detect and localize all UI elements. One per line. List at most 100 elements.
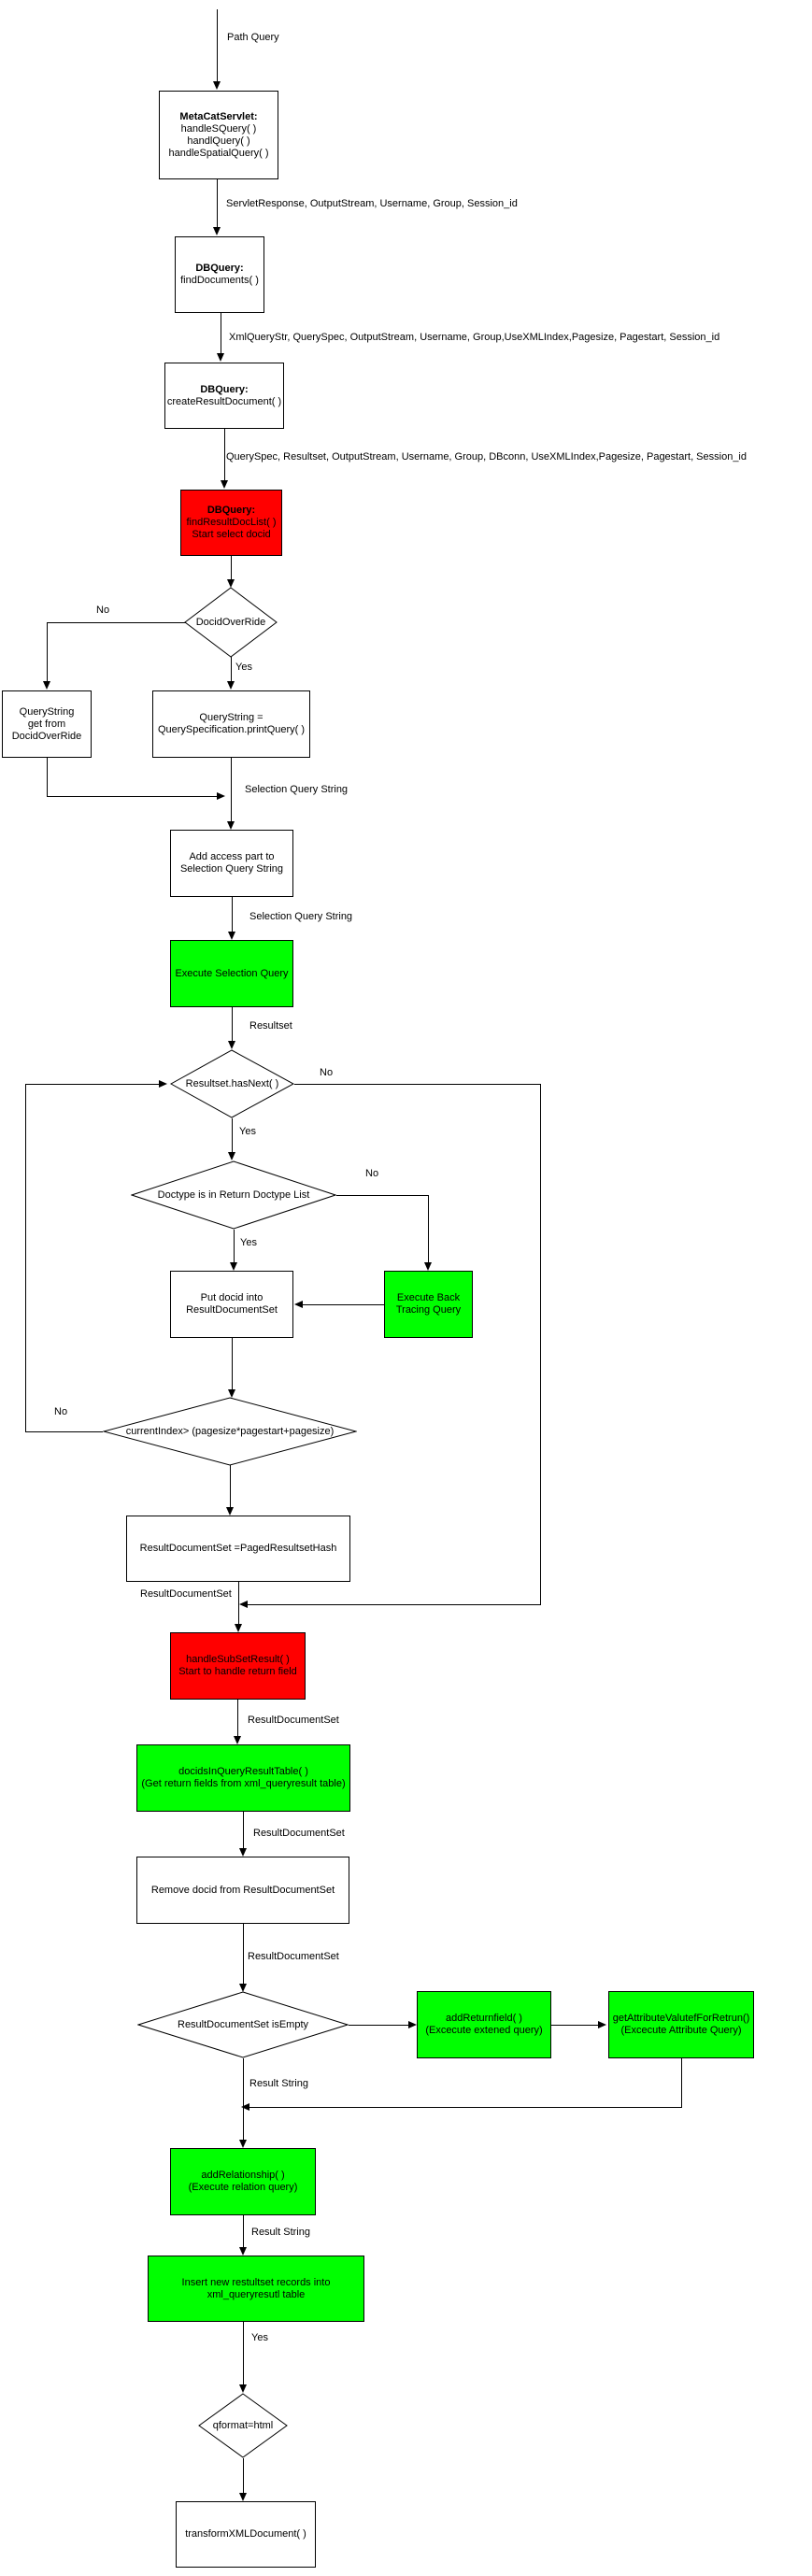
arrowhead <box>226 1507 234 1516</box>
connector <box>25 1431 103 1432</box>
edge-label-result-document-set: ResultDocumentSet <box>248 1715 339 1726</box>
connector <box>243 1924 244 1985</box>
arrowhead <box>239 1984 247 1992</box>
arrowhead <box>239 2247 247 2256</box>
edge-label-yes: Yes <box>240 1237 257 1248</box>
node-get-attribute-value: getAttributeValutefForRetrun() (Excecute… <box>608 1991 754 2058</box>
edge-label-result-string: Result String <box>249 2078 308 2089</box>
node-add-access: Add access part to Selection Query Strin… <box>170 830 293 897</box>
node-docids-in-query-result-table: docidsInQueryResultTable( ) (Get return … <box>136 1744 350 1812</box>
decision-qformat: qformat=html <box>198 2393 288 2458</box>
decision-resultset-hasnext: Resultset.hasNext( ) <box>170 1049 294 1118</box>
arrowhead <box>239 1848 247 1857</box>
connector <box>681 2058 682 2108</box>
node-metacatservlet: MetaCatServlet: handleSQuery( ) handlQue… <box>159 91 278 179</box>
arrowhead <box>294 1301 303 1308</box>
arrowhead <box>239 2493 247 2501</box>
edge-label-create-params: QuerySpec, Resultset, OutputStream, User… <box>226 451 747 463</box>
arrowhead <box>408 2021 417 2028</box>
connector <box>25 1084 160 1085</box>
node-find-result-doc-list: DBQuery: findResultDocList( ) Start sele… <box>180 490 282 556</box>
connector <box>551 2025 598 2026</box>
decision-docid-override: DocidOverRide <box>184 587 278 658</box>
arrowhead <box>234 1736 241 1744</box>
edge-label-no: No <box>320 1067 334 1078</box>
connector <box>243 2322 244 2385</box>
edge-label-resultset: Resultset <box>249 1020 292 1032</box>
connector <box>230 1465 231 1508</box>
node-remove-docid: Remove docid from ResultDocumentSet <box>136 1857 349 1924</box>
connector <box>349 2025 409 2026</box>
edge-label-servlet-params: ServletResponse, OutputStream, Username,… <box>226 198 518 209</box>
arrowhead <box>239 2140 247 2148</box>
decision-isempty: ResultDocumentSet isEmpty <box>137 1991 349 2058</box>
connector <box>243 1812 244 1849</box>
arrowhead <box>228 932 235 940</box>
node-back-tracing-query: Execute Back Tracing Query <box>384 1271 473 1338</box>
connector <box>238 1582 239 1625</box>
edge-label-yes: Yes <box>239 1126 256 1137</box>
node-add-returnfield: addReturnfield( ) (Excecute extened quer… <box>417 1991 551 2058</box>
edge-label-no: No <box>365 1168 379 1179</box>
arrowhead <box>228 1041 235 1049</box>
connector <box>232 1007 233 1042</box>
node-find-documents: DBQuery: findDocuments( ) <box>175 236 264 313</box>
node-add-relationship: addRelationship( ) (Execute relation que… <box>170 2148 316 2215</box>
edge-label-selection-query-string: Selection Query String <box>245 784 349 795</box>
connector <box>217 179 218 228</box>
arrowhead <box>598 2021 606 2028</box>
arrowhead <box>213 227 221 235</box>
arrowhead <box>424 1262 432 1271</box>
arrowhead <box>227 681 235 690</box>
connector <box>428 1195 429 1263</box>
edge-label-yes: Yes <box>235 662 252 673</box>
connector <box>25 1084 26 1431</box>
connector <box>217 9 218 81</box>
connector <box>248 1604 541 1605</box>
node-handle-subset-result: handleSubSetResult( ) Start to handle re… <box>170 1632 306 1700</box>
node-paged-resultset-hash: ResultDocumentSet =PagedResultsetHash <box>126 1516 350 1582</box>
node-insert-records: Insert new restultset records into xml_q… <box>148 2256 364 2322</box>
connector <box>47 622 186 623</box>
arrowhead <box>221 480 228 489</box>
edge-label-find-params: XmlQueryStr, QuerySpec, OutputStream, Us… <box>229 332 720 343</box>
connector <box>243 2458 244 2495</box>
connector <box>232 897 233 932</box>
connector <box>243 2215 244 2248</box>
connector <box>47 758 48 797</box>
connector <box>301 1304 384 1305</box>
arrowhead <box>217 792 225 800</box>
connector <box>231 556 232 580</box>
edge-label-path-query: Path Query <box>227 32 279 43</box>
connector <box>249 2107 682 2108</box>
connector <box>232 1118 233 1153</box>
connector <box>232 1338 233 1390</box>
connector <box>540 1084 541 1605</box>
edge-label-no: No <box>96 605 110 616</box>
edge-label-selection-query-string: Selection Query String <box>249 911 353 922</box>
arrowhead <box>239 1601 248 1608</box>
connector <box>336 1195 428 1196</box>
edge-label-result-document-set: ResultDocumentSet <box>253 1828 345 1839</box>
connector <box>47 622 48 682</box>
connector <box>294 1084 540 1085</box>
connector <box>224 429 225 481</box>
node-querystring-printquery: QueryString = QuerySpecification.printQu… <box>152 690 310 758</box>
edge-label-result-document-set: ResultDocumentSet <box>248 1951 339 1962</box>
arrowhead <box>159 1080 167 1088</box>
connector <box>47 796 218 797</box>
arrowhead <box>241 2103 249 2111</box>
node-transform-xml-document: transformXMLDocument( ) <box>176 2501 316 2568</box>
node-put-docid: Put docid into ResultDocumentSet <box>170 1271 293 1338</box>
edge-label-no: No <box>54 1406 68 1417</box>
connector <box>231 657 232 682</box>
node-create-result-document: DBQuery: createResultDocument( ) <box>164 363 284 429</box>
arrowhead <box>217 353 224 362</box>
connector <box>234 1230 235 1263</box>
edge-label-yes: Yes <box>251 2332 268 2343</box>
arrowhead <box>213 81 221 90</box>
arrowhead <box>227 579 235 588</box>
connector <box>231 758 232 822</box>
decision-doctype-in-list: Doctype is in Return Doctype List <box>131 1160 336 1230</box>
